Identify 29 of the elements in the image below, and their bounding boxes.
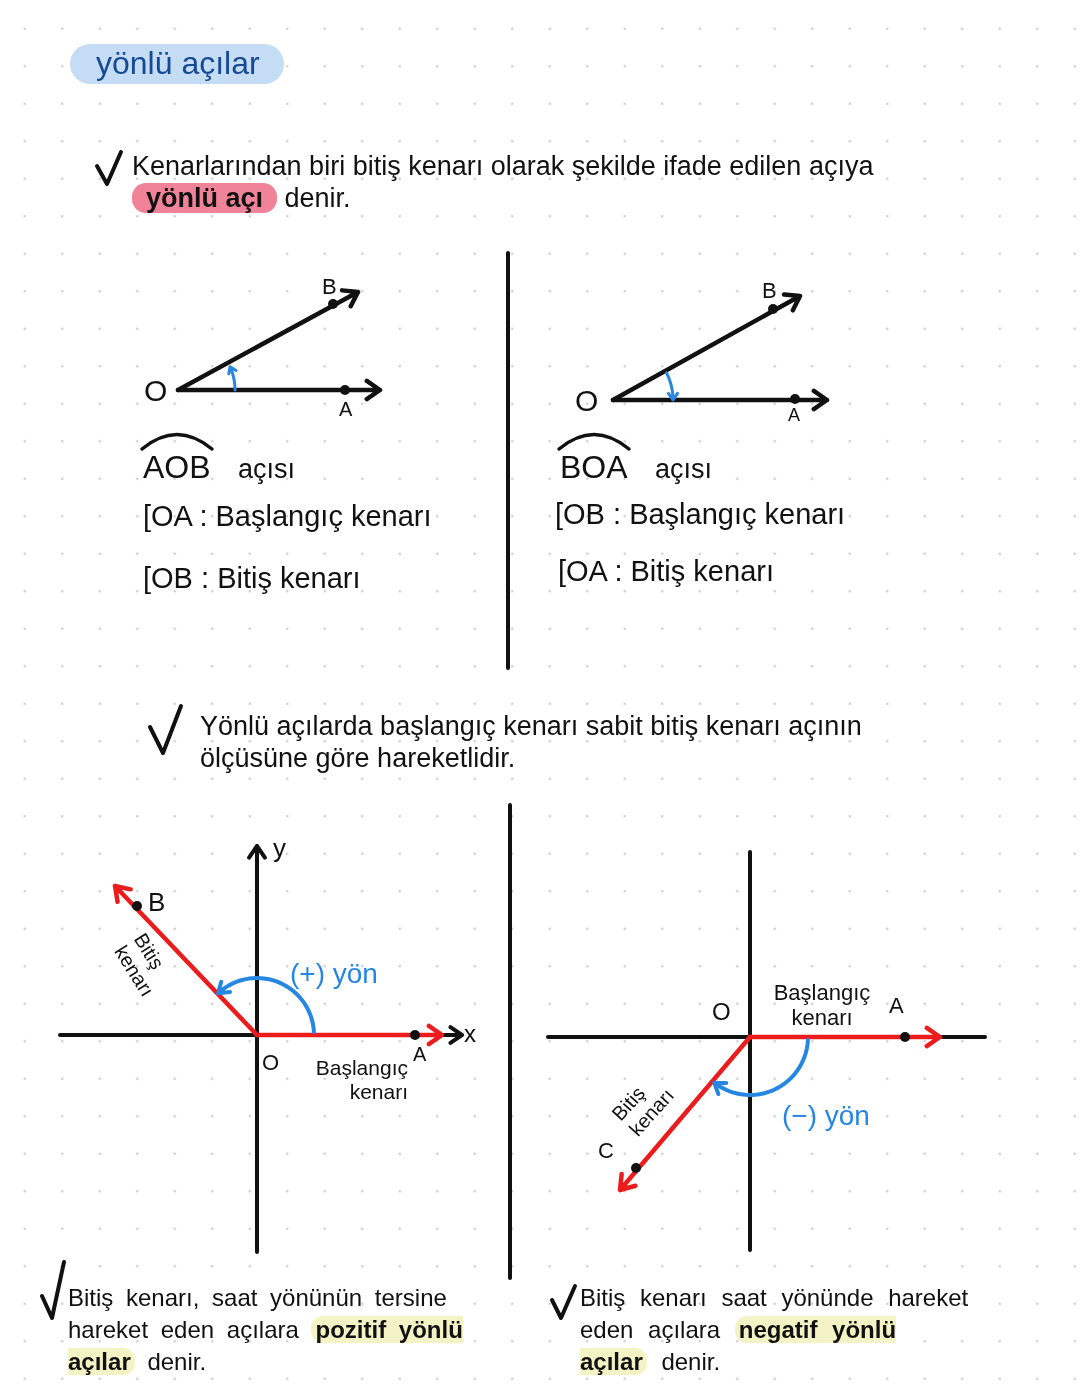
point-label: B <box>762 278 777 304</box>
direction-label: (+) yön <box>290 958 378 991</box>
point-label: A <box>889 993 904 1019</box>
angle-name: BOA <box>560 449 628 486</box>
angle-name: AOB <box>143 449 211 486</box>
axis-label: y <box>273 834 286 864</box>
ray-label: Başlangıç kenarı <box>772 980 872 1031</box>
angle-word: açısı <box>238 454 296 486</box>
point-label: A <box>413 1043 427 1066</box>
note-text: Yönlü açılarda başlangıç kenarı sabit bitiş kenarı açının ölçüsüne göre hareketlidir. <box>200 710 863 774</box>
edge-definition: [OB : Başlangıç kenarı <box>555 498 846 532</box>
point-label: A <box>788 405 800 426</box>
ray-label: Başlangıç kenarı <box>314 1056 408 1105</box>
angle-word: açısı <box>655 454 713 486</box>
point-label: O <box>575 384 599 419</box>
point-label: C <box>598 1138 614 1164</box>
direction-label: (−) yön <box>782 1100 870 1133</box>
axis-label: x <box>464 1020 476 1048</box>
point-label: B <box>322 274 337 300</box>
note-text: Kenarlarından biri bitiş kenarı olarak şekilde ifade edilen açıya yönlü açı denir. <box>132 150 875 214</box>
edge-definition: [OA : Başlangıç kenarı <box>143 500 432 534</box>
edge-definition: [OA : Bitiş kenarı <box>558 555 774 589</box>
point-label: O <box>712 998 731 1026</box>
point-label: O <box>144 374 168 409</box>
title: yönlü açılar <box>70 44 284 84</box>
edge-definition: [OB : Bitiş kenarı <box>143 562 361 596</box>
point-label: O <box>262 1050 280 1076</box>
point-label: B <box>148 888 166 918</box>
point-label: A <box>339 398 353 421</box>
